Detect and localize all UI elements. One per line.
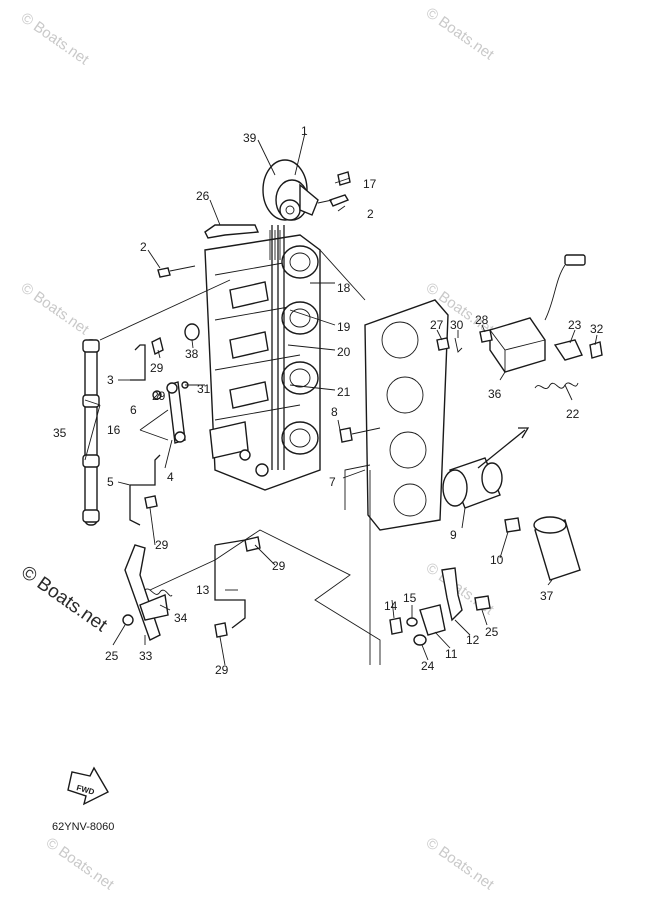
watermark-prominent: © Boats.net (17, 562, 111, 637)
bolt-part-25-right (474, 595, 491, 611)
bolt-2-top-right (317, 194, 350, 207)
manifold-plate-part-7 (364, 299, 449, 531)
callout-28: 28 (475, 313, 489, 327)
callout-23: 23 (568, 318, 582, 332)
callout-6: 6 (130, 403, 137, 417)
callout-29-e: 29 (215, 663, 229, 677)
direction-arrow (477, 427, 530, 469)
callout-39: 39 (243, 131, 257, 145)
callout-33: 33 (139, 649, 153, 663)
callout-17: 17 (363, 177, 377, 191)
callout-25-left: 25 (105, 649, 119, 663)
callout-29-a: 29 (150, 361, 164, 375)
callout-29-c: 29 (155, 538, 169, 552)
bracket-part-26 (204, 224, 260, 239)
fuel-rail (82, 339, 100, 526)
bolt-part-14 (389, 617, 403, 635)
callout-34: 34 (174, 611, 188, 625)
callout-22: 22 (566, 407, 580, 421)
link-rod-13 (214, 539, 246, 629)
clip-29-a (151, 336, 164, 356)
cap-part-38 (184, 323, 200, 341)
callout-14: 14 (384, 599, 398, 613)
watermark-top-left: © Boats.net (18, 9, 93, 68)
callout-18: 18 (337, 281, 351, 295)
callout-30: 30 (450, 318, 464, 332)
callout-3: 3 (107, 373, 114, 387)
watermark-mid-left: © Boats.net (18, 279, 93, 338)
solenoid-part-9 (442, 457, 503, 509)
assembly-outline-lines (99, 249, 381, 665)
callout-26: 26 (196, 189, 210, 203)
callout-9: 9 (450, 528, 457, 542)
callout-27: 27 (430, 318, 444, 332)
callout-2-right: 2 (367, 207, 374, 221)
bolt-2-left (157, 265, 196, 278)
clip-29-d (214, 622, 228, 638)
washer-part-15 (406, 617, 418, 627)
callout-10: 10 (490, 553, 504, 567)
callout-labels: 39 1 17 2 26 2 18 19 20 21 3 29 38 29 31… (53, 124, 604, 677)
washer-part-24 (413, 634, 427, 646)
control-box-part-36 (489, 254, 586, 373)
callout-36: 36 (488, 387, 502, 401)
throttle-body-assembly (204, 234, 321, 491)
throttle-lever-assembly (122, 544, 173, 641)
bracket-part-12 (441, 567, 463, 622)
watermark-top-right: © Boats.net (423, 4, 498, 63)
lever-part-11 (419, 604, 446, 636)
callout-5: 5 (107, 475, 114, 489)
bolt-part-10 (504, 517, 521, 533)
cap-part-37 (533, 516, 581, 581)
link-rod-5 (129, 454, 161, 526)
throttle-sensor (262, 159, 319, 260)
watermark-bottom-left: © Boats.net (43, 834, 118, 893)
bolt-part-32 (589, 341, 603, 359)
link-rod-3 (130, 344, 146, 381)
callout-16: 16 (107, 423, 121, 437)
clip-part-28 (479, 329, 493, 343)
nut-part-27 (436, 337, 450, 351)
callout-21: 21 (337, 385, 351, 399)
clip-29-c (244, 536, 261, 552)
diagram-code: 62YNV-8060 (52, 821, 114, 833)
fwd-arrow-icon: FWD (67, 766, 109, 806)
callout-29-b: 29 (152, 389, 166, 403)
callout-leaders (84, 132, 598, 666)
callout-37: 37 (540, 589, 554, 603)
callout-4: 4 (167, 470, 174, 484)
watermark-bottom-right: © Boats.net (423, 834, 498, 893)
callout-29-d: 29 (272, 559, 286, 573)
callout-8: 8 (331, 405, 338, 419)
callout-32: 32 (590, 322, 604, 336)
bracket-part-23 (553, 339, 583, 361)
callout-15: 15 (403, 591, 417, 605)
callout-38: 38 (185, 347, 199, 361)
linkage-rods (271, 225, 285, 470)
callout-19: 19 (337, 320, 351, 334)
callout-12: 12 (466, 633, 480, 647)
callout-31: 31 (197, 382, 211, 396)
callout-24: 24 (421, 659, 435, 673)
callout-13: 13 (196, 583, 210, 597)
clip-29-b (144, 495, 158, 509)
callout-20: 20 (337, 345, 351, 359)
callout-1: 1 (301, 124, 308, 138)
bolt-part-8 (339, 427, 353, 443)
callout-7: 7 (329, 475, 336, 489)
callout-11: 11 (445, 647, 458, 661)
callout-2-left: 2 (140, 240, 147, 254)
callout-35: 35 (53, 426, 67, 440)
callout-25-right: 25 (485, 625, 499, 639)
spring-part-30 (454, 337, 463, 353)
spring-part-22 (534, 382, 579, 390)
